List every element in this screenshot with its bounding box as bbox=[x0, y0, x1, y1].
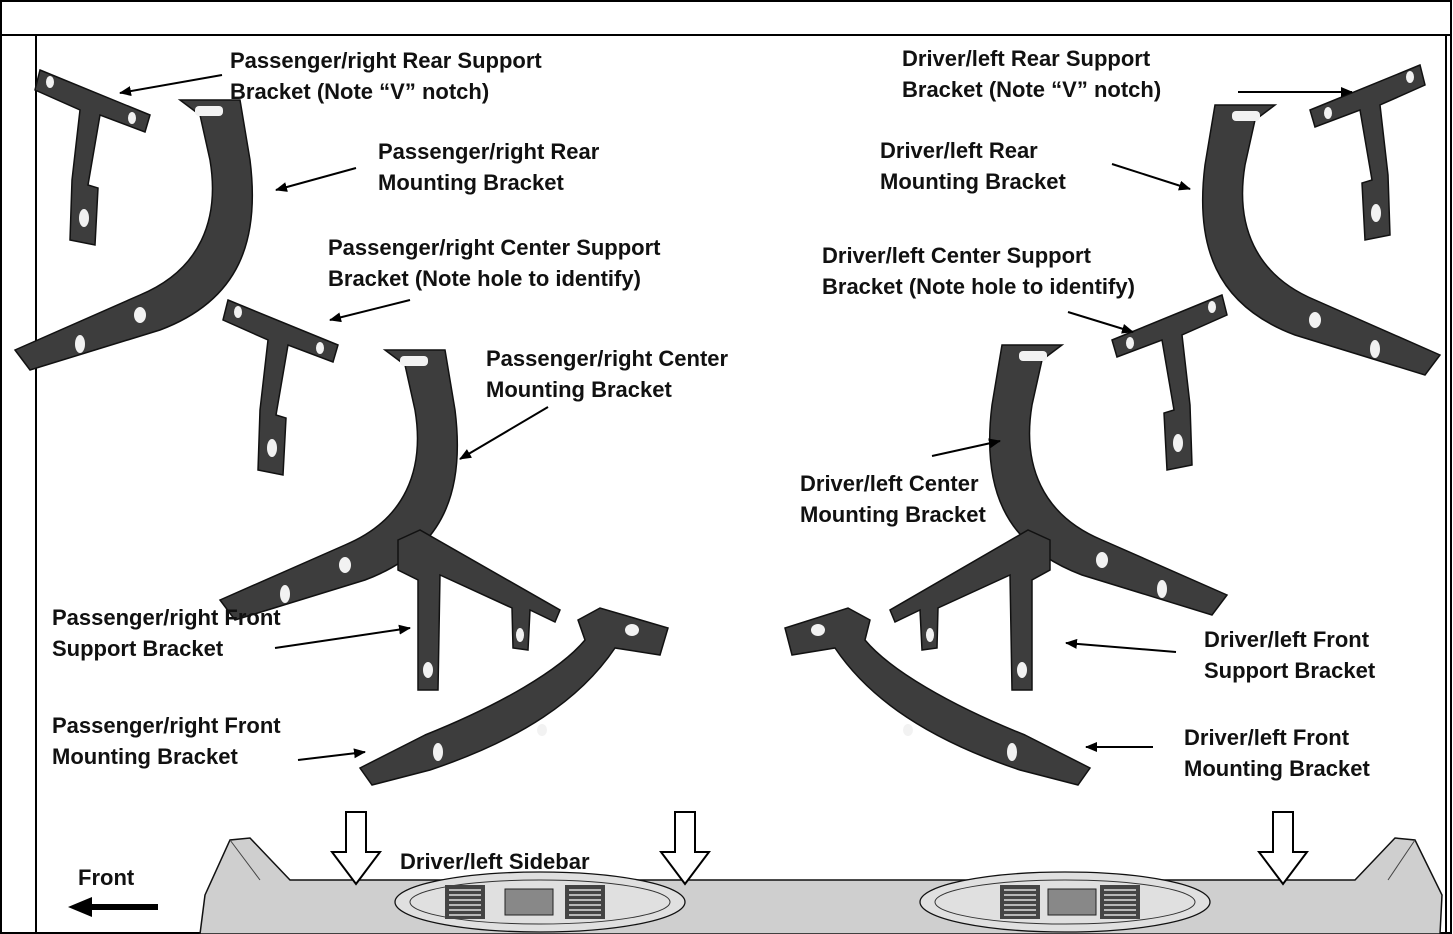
leader-arrow bbox=[297, 748, 366, 761]
leader-arrow bbox=[274, 624, 411, 649]
pass-front-mount-bracket bbox=[358, 607, 669, 786]
down-arrow-icon bbox=[1257, 811, 1309, 886]
front-arrow-icon bbox=[68, 897, 158, 917]
pass-rear-support-bracket bbox=[34, 69, 151, 246]
leader-arrow bbox=[329, 299, 411, 323]
down-arrow-icon bbox=[659, 811, 711, 886]
label-sidebar: Driver/left Sidebar bbox=[400, 849, 590, 874]
drv-rear-mount-bracket bbox=[1201, 104, 1441, 376]
leader-arrow bbox=[275, 167, 357, 192]
leader-arrow bbox=[1067, 311, 1134, 334]
drv-front-mount-bracket bbox=[784, 607, 1092, 786]
pass-front-support-bracket bbox=[397, 529, 561, 691]
drv-center-support-bracket bbox=[1111, 294, 1228, 471]
pass-center-support-bracket bbox=[222, 299, 339, 476]
leader-arrow bbox=[459, 406, 549, 460]
driver-sidebar bbox=[199, 837, 1443, 934]
leader-arrow bbox=[1111, 163, 1191, 191]
leader-arrow bbox=[931, 438, 1001, 457]
label-front: Front bbox=[78, 865, 135, 890]
down-arrow-icon bbox=[330, 811, 382, 886]
leader-arrow bbox=[1065, 638, 1177, 653]
pass-rear-mount-bracket bbox=[14, 99, 254, 371]
leader-arrow bbox=[119, 74, 223, 97]
drv-front-support-bracket bbox=[889, 529, 1051, 691]
